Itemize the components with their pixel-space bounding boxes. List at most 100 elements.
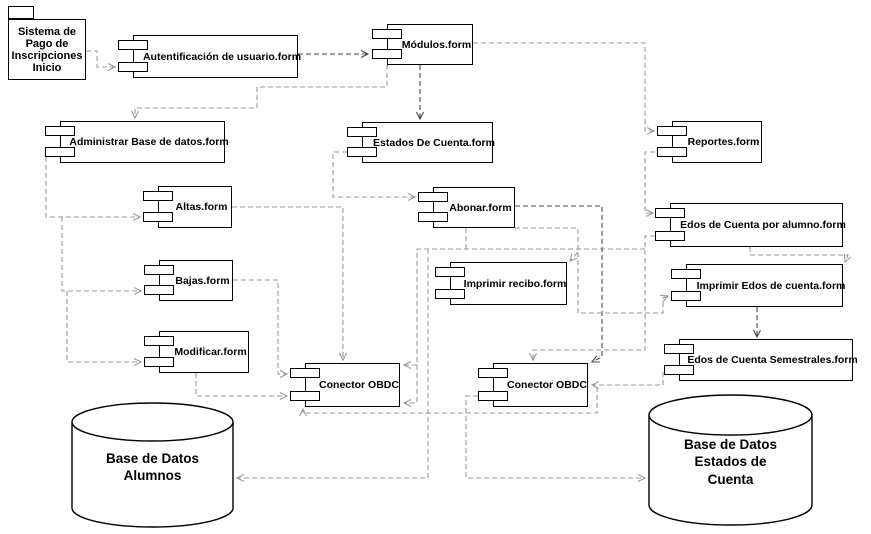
edge-estados-de-cuenta-abonar (332, 151, 417, 201)
database-cylinder-db-alumnos[interactable] (71, 422, 234, 528)
edge-administrar-altas (45, 157, 142, 221)
component-conector-obdc-1[interactable]: Conector OBDC (289, 363, 400, 407)
component-label: Reportes.form (687, 136, 760, 148)
edge-administrar-bajas (61, 217, 143, 295)
component-tab-icon (477, 367, 508, 378)
component-label: Administrar Base de datos.form (69, 136, 229, 148)
component-label: Bajas.form (175, 274, 230, 287)
edge-edos-por-alumno-conector-obdc-2 (529, 235, 655, 362)
database-label-line: Base de Datos (683, 436, 778, 452)
component-label: Autentificación de usuario.form (142, 50, 302, 63)
component-tab-icon (289, 390, 320, 401)
database-label-line: Alumnos (123, 468, 182, 483)
component-tab-icon (143, 356, 174, 367)
component-bajas[interactable]: Bajas.form (143, 260, 233, 301)
component-tab-icon (142, 190, 173, 201)
edge-edos-por-alumno-imprimir-edos (749, 247, 852, 264)
edge-edos-semestrales-conector-obdc-2 (590, 372, 664, 389)
component-tab-icon (289, 367, 320, 378)
edge-administrar-modificar (66, 291, 143, 366)
component-estados-de-cuenta[interactable]: Estados De Cuenta.form (346, 122, 495, 163)
component-tab-icon (417, 191, 448, 202)
component-tab-icon (654, 230, 685, 241)
component-tab-icon (477, 390, 508, 401)
component-tab-icon (44, 125, 75, 136)
component-tab-icon (417, 211, 448, 222)
database-label-line: Cuenta (707, 471, 754, 487)
component-tab-icon (346, 126, 377, 137)
component-tab-icon (143, 264, 174, 275)
component-modulos[interactable]: Módulos.form (371, 24, 473, 65)
edge-junction-249-db-alumnos (235, 249, 429, 482)
edge-inicio-autentificacion (86, 50, 117, 71)
component-reportes[interactable]: Reportes.form (656, 121, 762, 163)
component-tab-icon (656, 125, 687, 136)
component-abonar[interactable]: Abonar.form (417, 187, 515, 228)
component-tab-icon (346, 146, 377, 157)
component-tab-icon (143, 284, 174, 295)
package-label-line: Inicio (32, 61, 62, 74)
component-autentificacion[interactable]: Autentificación de usuario.form (117, 35, 302, 78)
component-tab-icon (143, 335, 174, 346)
component-conector-obdc-2[interactable]: Conector OBDC (477, 363, 588, 407)
component-modificar[interactable]: Modificar.form (143, 331, 249, 373)
edge-altas-conector-obdc-1 (232, 206, 347, 362)
component-label: Conector OBDC (507, 379, 587, 391)
component-label: Altas.form (175, 201, 228, 213)
component-tab-icon (371, 28, 402, 39)
edge-modificar-conector-obdc-1 (195, 373, 289, 400)
component-label: Módulos.form (401, 38, 472, 51)
component-imprimir-recibo[interactable]: Imprimir recibo.form (434, 262, 567, 305)
component-label: Imprimir Edos de cuenta.form (696, 279, 846, 292)
component-tab-icon (663, 343, 694, 354)
component-tab-icon (434, 288, 465, 299)
component-tab-icon (371, 48, 402, 59)
component-imprimir-edos[interactable]: Imprimir Edos de cuenta.form (670, 264, 846, 307)
component-label: Conector OBDC (319, 379, 399, 391)
component-tab-icon (117, 39, 148, 50)
database-label-line: Base de Datos (105, 450, 200, 466)
edge-abonar-imprimir-recibo (515, 227, 579, 262)
database-label-line: Estados de (694, 454, 767, 470)
component-tab-icon (663, 364, 694, 375)
package-label-line: Pago de (25, 37, 69, 50)
component-label: Modificar.form (174, 346, 247, 358)
component-tab-icon (434, 266, 465, 277)
edge-reportes-edos-por-alumno (644, 151, 655, 217)
edge-junction-249-conector-obdc-1 (402, 248, 645, 407)
component-tab-icon (670, 268, 701, 279)
component-tab-icon (44, 146, 75, 157)
edge-modulos-administrar (131, 65, 388, 120)
component-label: Edos de Cuenta por alumno.form (680, 219, 846, 231)
component-label: Edos de Cuenta Semestrales.form (687, 354, 858, 366)
component-tab-icon (654, 207, 685, 218)
component-label: Imprimir recibo.form (463, 277, 567, 290)
component-tab-icon (670, 290, 701, 301)
component-tab-icon (142, 211, 173, 222)
package-label-line: Sistema de (17, 25, 77, 38)
package-tab-icon (8, 6, 34, 19)
component-label: Abonar.form (449, 201, 512, 214)
component-tab-icon (656, 146, 687, 157)
component-label: Estados De Cuenta.form (373, 136, 495, 149)
database-cylinder-top-db-alumnos (71, 402, 234, 442)
edge-junction-413-conector-obdc-1 (299, 387, 598, 417)
component-administrar[interactable]: Administrar Base de datos.form (44, 121, 229, 163)
component-edos-semestrales[interactable]: Edos de Cuenta Semestrales.form (663, 339, 858, 381)
edge-conector-obdc-2-db-estados (465, 395, 647, 482)
database-cylinder-db-estados[interactable] (648, 415, 813, 526)
component-edos-por-alumno[interactable]: Edos de Cuenta por alumno.form (654, 203, 846, 247)
component-tab-icon (117, 61, 148, 72)
edge-modulos-reportes (473, 42, 656, 135)
edge-junction-252-imprimir-edos (577, 252, 670, 314)
database-cylinder-top-db-estados (648, 394, 813, 436)
edge-abonar-conector-obdc-2 (515, 205, 603, 363)
component-altas[interactable]: Altas.form (142, 186, 232, 228)
package-label-line: Inscripciones (11, 49, 83, 62)
